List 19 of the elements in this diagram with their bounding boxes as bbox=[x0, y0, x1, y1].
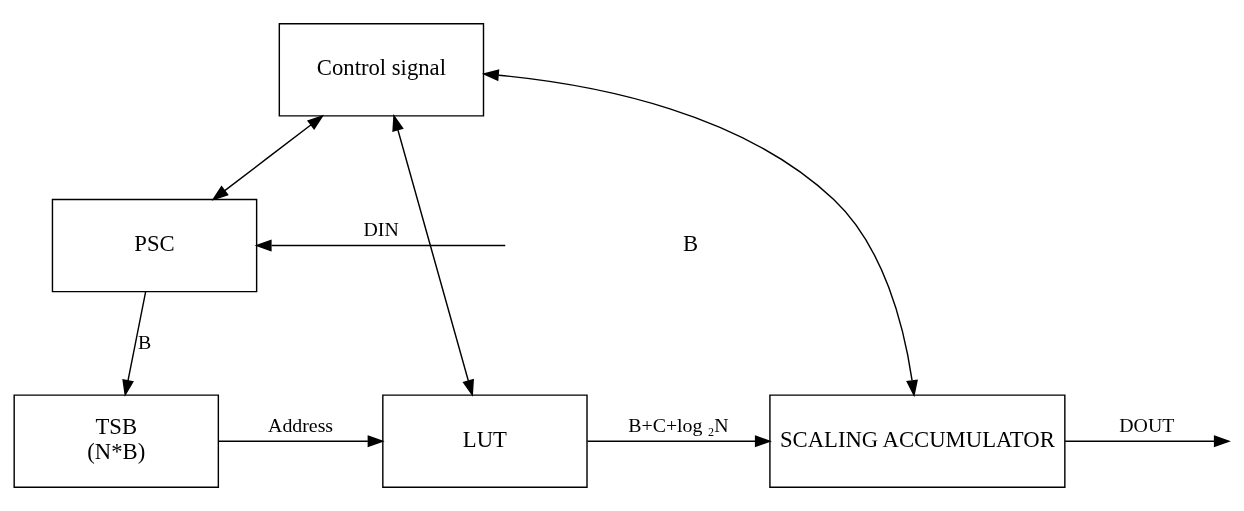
arrow bbox=[392, 113, 474, 397]
arrow bbox=[217, 435, 385, 448]
edge-label: DOUT bbox=[1119, 413, 1175, 436]
edge-label: Address bbox=[268, 413, 334, 436]
node-box: SCALING ACCUMULATOR bbox=[769, 394, 1066, 489]
label: B bbox=[682, 230, 699, 256]
node-box: PSC bbox=[51, 198, 258, 293]
node-box: TSB (N*B) bbox=[13, 394, 220, 489]
arrow bbox=[481, 69, 918, 398]
edge-label: B bbox=[137, 330, 152, 353]
edge-label: DIN bbox=[363, 217, 399, 240]
arrow bbox=[254, 239, 506, 252]
arrow bbox=[586, 435, 772, 448]
edge-label: B+C+log ₂N bbox=[628, 413, 729, 436]
arrow bbox=[211, 114, 325, 201]
node-box: Control signal bbox=[278, 22, 485, 117]
node-box: LUT bbox=[382, 394, 588, 489]
arrow bbox=[122, 291, 147, 397]
arrow bbox=[1064, 435, 1231, 448]
